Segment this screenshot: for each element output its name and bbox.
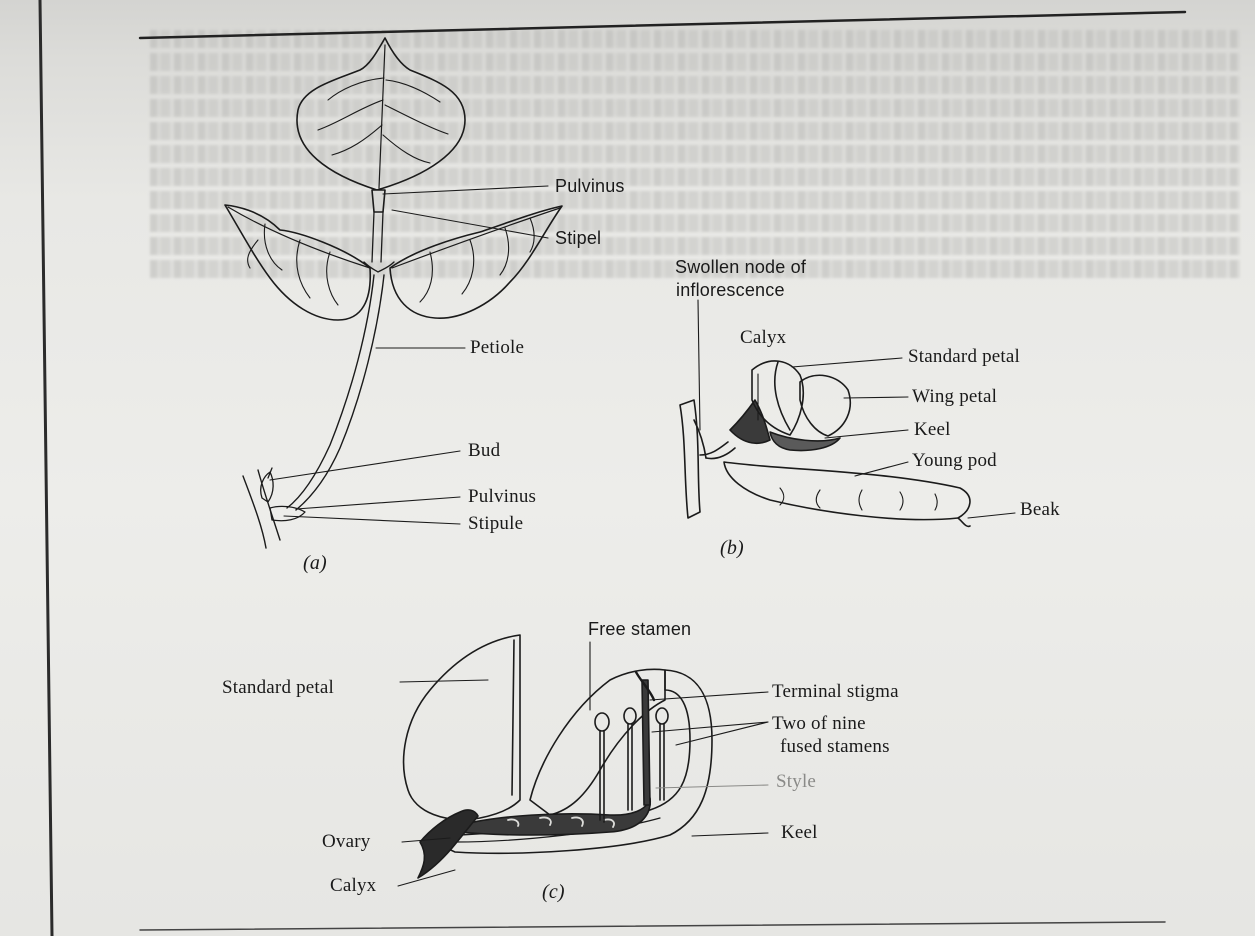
caption-c: (c)	[542, 882, 565, 903]
flower-wing	[800, 375, 850, 436]
label-pulvinus-bottom: Pulvinus	[468, 487, 536, 507]
label-stipel: Stipel	[555, 229, 601, 248]
label-style: Style	[776, 772, 816, 792]
left-leaflet	[225, 205, 370, 320]
caption-a: (a)	[303, 553, 327, 574]
label-two-of-nine: Two of nine	[772, 714, 866, 734]
label-terminal-stigma: Terminal stigma	[772, 682, 899, 702]
label-keel-b: Keel	[914, 420, 951, 440]
label-fused-stamens: fused stamens	[780, 737, 890, 757]
top-rule	[140, 12, 1185, 38]
calyx-c	[418, 810, 478, 878]
page-edge	[40, 0, 52, 936]
pulvinus-top	[372, 190, 385, 212]
right-leaflet	[390, 206, 562, 318]
label-bud: Bud	[468, 441, 500, 461]
label-inflorescence: inflorescence	[676, 281, 785, 300]
label-stipule: Stipule	[468, 514, 523, 534]
label-calyx-c: Calyx	[330, 876, 376, 896]
inflorescence-axis	[680, 400, 700, 518]
label-swollen-node: Swollen node of	[675, 258, 806, 277]
standard-petal-c	[404, 635, 520, 820]
label-beak: Beak	[1020, 500, 1060, 520]
rachis	[372, 212, 383, 262]
label-young-pod: Young pod	[912, 451, 997, 471]
label-ovary: Ovary	[322, 832, 370, 852]
label-petiole: Petiole	[470, 338, 524, 358]
label-pulvinus-top: Pulvinus	[555, 177, 625, 196]
label-calyx-b: Calyx	[740, 328, 786, 348]
panel-c-flower-section	[404, 635, 712, 878]
label-standard-petal-b: Standard petal	[908, 347, 1020, 367]
free-stamen	[600, 720, 604, 822]
label-keel-c: Keel	[781, 823, 818, 843]
terminal-leaflet	[297, 38, 465, 190]
caption-b: (b)	[720, 538, 744, 559]
flower-calyx	[730, 400, 770, 443]
style-and-stigma	[642, 680, 650, 805]
label-wing-petal: Wing petal	[912, 387, 997, 407]
swollen-node	[694, 420, 728, 458]
panel-a-leaf	[225, 38, 562, 548]
beak	[958, 518, 970, 526]
bottom-rule	[140, 922, 1165, 930]
stem	[243, 470, 280, 548]
label-free-stamen: Free stamen	[588, 620, 691, 639]
label-standard-petal-c: Standard petal	[222, 678, 334, 698]
